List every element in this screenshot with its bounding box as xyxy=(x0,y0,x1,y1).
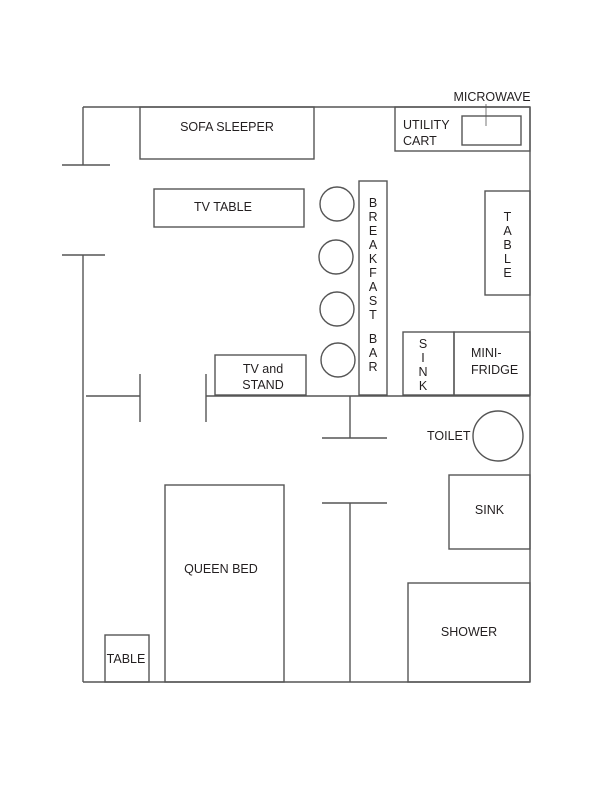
breakfast-bar-letter: B xyxy=(368,332,378,346)
mini-fridge-label-line1: MINI- xyxy=(471,346,502,360)
bath-sink-label: SINK xyxy=(474,503,505,517)
bar-stool-1 xyxy=(319,186,355,222)
bedside-table-rect xyxy=(104,634,150,683)
tv-stand-label-line2: STAND xyxy=(242,378,284,392)
kitchen-sink-label: S I N K xyxy=(403,337,443,393)
queen-bed-label: QUEEN BED xyxy=(184,562,258,576)
kitchen-sink-letter: K xyxy=(418,379,428,393)
breakfast-bar-letter: A xyxy=(368,280,378,294)
breakfast-bar-letter: R xyxy=(368,210,378,224)
breakfast-bar-letter: R xyxy=(368,360,378,374)
sofa-sleeper-label: SOFA SLEEPER xyxy=(180,120,274,134)
breakfast-bar-letter: S xyxy=(368,294,378,308)
tv-stand-label-line1: TV and xyxy=(242,362,284,376)
breakfast-bar-rect xyxy=(358,180,388,396)
mini-fridge-rect xyxy=(453,331,531,396)
bedside-table-label: TABLE xyxy=(106,652,146,666)
utility-cart-label-line2: CART xyxy=(403,134,437,148)
tv-stand-rect xyxy=(214,354,307,396)
bath-sink-rect xyxy=(448,474,531,550)
kitchen-sink-letter: I xyxy=(421,351,425,365)
tv-table-label: TV TABLE xyxy=(194,200,252,214)
breakfast-bar-spacer xyxy=(359,322,387,332)
utility-cart-rect xyxy=(394,106,531,152)
toilet-circle xyxy=(472,410,524,462)
shower-label: SHOWER xyxy=(440,625,498,639)
sofa-sleeper-rect xyxy=(139,106,315,160)
kitchen-table-letter: B xyxy=(503,238,512,252)
breakfast-bar-letter: T xyxy=(369,308,377,322)
mini-fridge-label-line2: FRIDGE xyxy=(471,363,519,377)
kitchen-table-letter: A xyxy=(503,224,512,238)
microwave-label: MICROWAVE xyxy=(453,90,531,104)
tv-table-rect xyxy=(153,188,305,228)
kitchen-table-rect xyxy=(484,190,531,296)
breakfast-bar-label: B R E A K F A S T B A R xyxy=(359,196,387,374)
breakfast-bar-letter: A xyxy=(368,346,378,360)
utility-cart-label-line1: UTILITY xyxy=(403,118,450,132)
breakfast-bar-letter: E xyxy=(368,224,378,238)
toilet-label: TOILET xyxy=(427,429,471,443)
breakfast-bar-letter: F xyxy=(369,266,377,280)
kitchen-sink-letter: S xyxy=(418,337,428,351)
breakfast-bar-letter: K xyxy=(368,252,378,266)
breakfast-bar-letter: A xyxy=(368,238,378,252)
queen-bed-rect xyxy=(164,484,285,683)
kitchen-table-letter: T xyxy=(503,210,512,224)
kitchen-table-letter: E xyxy=(503,266,512,280)
bar-stool-3 xyxy=(319,291,355,327)
shower-rect xyxy=(407,582,531,683)
kitchen-table-label: T A B L E xyxy=(485,210,530,280)
bar-stool-2 xyxy=(318,239,354,275)
breakfast-bar-letter: B xyxy=(368,196,378,210)
microwave-rect xyxy=(461,115,522,146)
kitchen-sink-letter: N xyxy=(418,365,428,379)
kitchen-table-letter: L xyxy=(504,252,511,266)
bar-stool-4 xyxy=(320,342,356,378)
